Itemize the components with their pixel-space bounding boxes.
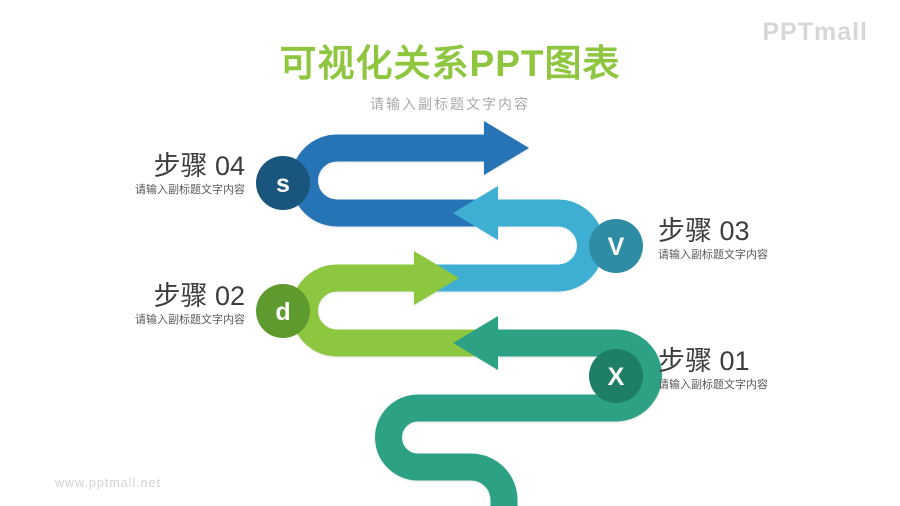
header: 可视化关系PPT图表 请输入副标题文字内容	[0, 42, 900, 114]
arrow-step-01	[375, 329, 662, 506]
arrowhead-step-04	[484, 121, 529, 175]
node-group: s V d X	[256, 156, 643, 403]
page-title: 可视化关系PPT图表	[279, 43, 621, 84]
node-step-04-circle	[256, 156, 310, 210]
label-block-step-02: 步骤 02 请输入副标题文字内容	[135, 281, 245, 327]
step-desc: 请输入副标题文字内容	[135, 314, 245, 326]
arrow-step-04	[291, 134, 492, 227]
step-desc: 请输入副标题文字内容	[658, 379, 768, 391]
node-step-04-letter: s	[276, 170, 290, 198]
step-label: 步骤 04	[153, 151, 245, 181]
arrow-group	[291, 121, 662, 506]
step-desc: 请输入副标题文字内容	[135, 184, 245, 196]
site-watermark: www.pptmall.net	[55, 476, 162, 490]
step-label: 步骤 01	[658, 346, 750, 376]
node-step-01-letter: X	[608, 363, 625, 391]
arrowhead-step-01	[453, 316, 498, 370]
pptmall-logo: PPTmall	[762, 18, 868, 46]
page-subtitle: 请输入副标题文字内容	[370, 96, 530, 113]
label-block-step-01: 步骤 01 请输入副标题文字内容	[658, 346, 768, 392]
node-step-01-circle	[589, 349, 643, 403]
node-step-03-letter: V	[608, 233, 625, 261]
node-step-02-circle	[256, 284, 310, 338]
step-desc: 请输入副标题文字内容	[658, 249, 768, 261]
step-label: 步骤 02	[153, 281, 245, 311]
label-block-step-03: 步骤 03 请输入副标题文字内容	[658, 216, 768, 262]
arrowhead-step-03	[453, 186, 498, 240]
node-step-02-letter: d	[275, 298, 290, 326]
step-label: 步骤 03	[658, 216, 750, 246]
node-step-03-circle	[589, 219, 643, 273]
arrowhead-step-02	[414, 251, 459, 305]
label-block-step-04: 步骤 04 请输入副标题文字内容	[135, 151, 245, 197]
